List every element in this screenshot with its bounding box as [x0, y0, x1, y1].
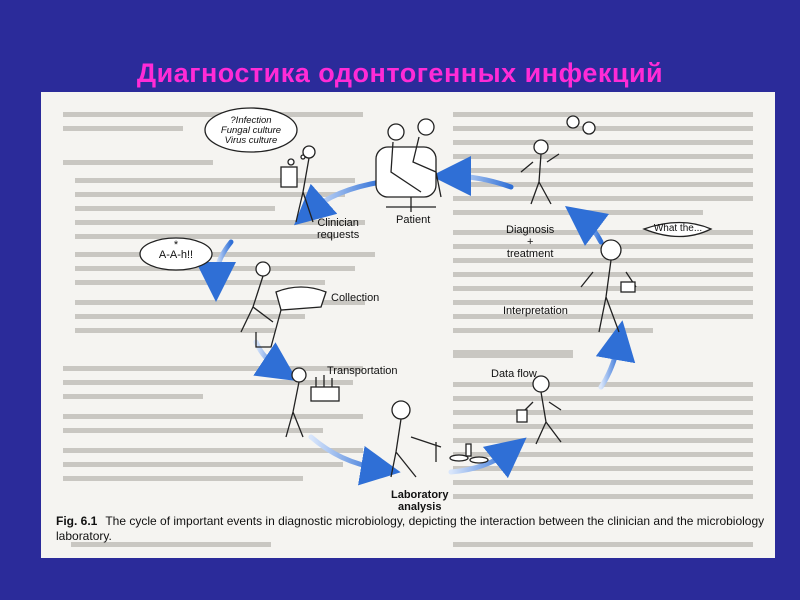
clinician-illustration: [204, 107, 316, 223]
arrow-patient-to-clinician: [293, 179, 384, 226]
figure-caption-text: The cycle of important events in diagnos…: [56, 514, 765, 543]
diagnosis-illustration: [520, 115, 596, 205]
label-plus: +: [526, 236, 534, 248]
collection-bubble-text: * A-A-h!!: [149, 239, 203, 261]
label-transportation: Transportation: [327, 365, 398, 377]
label-clinician-requests: Clinician requests: [317, 217, 359, 241]
slide-title: Диагностика одонтогенных инфекций: [136, 58, 664, 88]
bubble-line-infection: ?Infection: [230, 115, 272, 126]
textbook-figure-scan: ?Infection Fungal culture Virus culture …: [41, 92, 775, 558]
transportation-illustration: [285, 367, 340, 438]
dataflow-illustration: [516, 375, 562, 445]
figure-number: Fig. 6.1: [56, 514, 98, 528]
arrow-clinician-to-collection: [196, 239, 237, 302]
label-laboratory-analysis: Laboratory analysis: [391, 489, 448, 513]
label-treatment: treatment: [506, 248, 554, 260]
request-bubble-text: ?Infection Fungal culture Virus culture: [219, 116, 283, 146]
bubble-asterisk: *: [173, 239, 179, 251]
label-interpretation: Interpretation: [503, 305, 568, 317]
arrow-interpretation-to-diagnosis: [565, 205, 610, 247]
label-requests: requests: [317, 229, 360, 241]
diagnostic-cycle-diagram: [139, 107, 713, 486]
interpretation-illustration: [580, 221, 713, 333]
arrow-dataflow-to-interpretation: [595, 320, 636, 390]
label-diagnosis-treatment: Diagnosis + treatment: [506, 224, 554, 260]
label-diagnosis: Diagnosis: [506, 224, 555, 236]
laboratory-illustration: [390, 400, 489, 478]
bubble-line-fungal: Fungal culture: [220, 125, 282, 136]
label-analysis: analysis: [398, 501, 442, 513]
arrow-diagnosis-to-patient: [431, 156, 514, 197]
label-laboratory: Laboratory: [391, 489, 449, 501]
bubble-ahh: A-A-h!!: [158, 249, 194, 261]
collection-illustration: [139, 237, 327, 348]
arrow-collection-to-transport: [253, 339, 298, 382]
label-clinician: Clinician: [317, 217, 359, 229]
label-data-flow: Data flow: [491, 368, 537, 380]
arrow-transport-to-lab: [308, 434, 401, 486]
interpretation-bubble-text: What the...: [653, 223, 703, 234]
label-patient: Patient: [396, 214, 431, 226]
arrow-lab-to-dataflow: [448, 437, 527, 479]
bubble-line-virus: Virus culture: [224, 135, 278, 146]
label-collection: Collection: [331, 292, 380, 304]
patient-illustration: [375, 118, 442, 212]
